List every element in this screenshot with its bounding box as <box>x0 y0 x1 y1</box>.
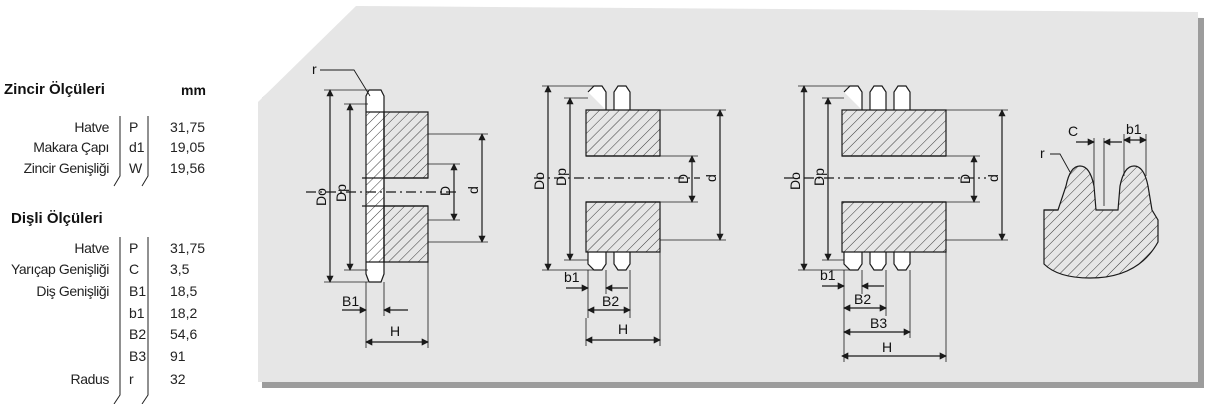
label-Dp: Dp <box>333 184 349 202</box>
sprocket-row: Yarıçap Genişliği C 3,5 <box>0 261 215 278</box>
label-B2: B2 <box>854 291 871 307</box>
label-d: d <box>703 174 719 182</box>
sprocket-row: b1 18,2 <box>0 305 215 322</box>
label-H: H <box>618 321 628 337</box>
row-symbol: C <box>129 261 140 277</box>
duplex-sprocket <box>534 85 726 346</box>
row-name: Diş Genişliği <box>36 283 109 299</box>
panel-background <box>258 6 1198 382</box>
sprocket-drawings: r Do Dp D d B1 H Do Dp D d b1 B2 H Do Dp… <box>258 6 1204 388</box>
label-r: r <box>1040 145 1045 161</box>
row-symbol: P <box>129 119 139 135</box>
row-value: 18,2 <box>170 305 198 321</box>
row-symbol: d1 <box>129 139 145 155</box>
label-b1: b1 <box>564 269 580 285</box>
row-value: 19,05 <box>170 139 206 155</box>
row-name: Makara Çapı <box>33 139 109 155</box>
sprocket-dimensions-title: Dişli Ölçüleri <box>11 210 103 227</box>
row-name: Zincir Genişliği <box>23 160 110 176</box>
label-Dp: Dp <box>553 168 569 186</box>
label-Dp: Dp <box>811 168 827 186</box>
row-symbol: P <box>129 240 139 256</box>
sprocket-row: Hatve P 31,75 <box>0 240 215 257</box>
row-value: 18,5 <box>170 283 198 299</box>
sprocket-row: B3 91 <box>0 348 215 365</box>
label-C: C <box>1068 123 1078 139</box>
label-B2: B2 <box>602 293 619 309</box>
label-B3: B3 <box>870 315 887 331</box>
chain-row: Zincir Genişliği W 19,56 <box>0 160 215 177</box>
sprocket-drawing-panel: r Do Dp D d B1 H Do Dp D d b1 B2 H Do Dp… <box>258 6 1210 396</box>
sprocket-row: Diş Genişliği B1 18,5 <box>0 283 215 300</box>
label-Do: Do <box>531 172 547 190</box>
spec-table: Zincir Ölçüleri mm Hatve P 31,75 Makara … <box>0 0 215 405</box>
row-value: 31,75 <box>170 119 206 135</box>
row-symbol: B2 <box>129 326 147 342</box>
table-brackets <box>113 116 149 404</box>
row-name: Yarıçap Genişliği <box>11 261 109 277</box>
label-b1: b1 <box>820 267 836 283</box>
row-value: 54,6 <box>170 326 198 342</box>
label-Do: Do <box>313 188 329 206</box>
row-name: Radus <box>70 371 110 387</box>
label-b1: b1 <box>1126 121 1142 137</box>
label-d: d <box>985 174 1001 182</box>
chain-dimensions-title: Zincir Ölçüleri <box>4 81 105 98</box>
sprocket-row: Radus r 32 <box>0 371 215 388</box>
row-value: 19,56 <box>170 160 206 176</box>
row-name: Hatve <box>74 119 109 135</box>
sprocket-row: B2 54,6 <box>0 326 215 343</box>
row-symbol: b1 <box>129 305 145 321</box>
simplex-sprocket <box>306 69 488 348</box>
row-name: Hatve <box>74 240 109 256</box>
row-value: 31,75 <box>170 240 206 256</box>
unit-label: mm <box>181 82 206 98</box>
label-d: d <box>465 186 481 194</box>
chain-row: Hatve P 31,75 <box>0 119 215 136</box>
label-H: H <box>390 323 400 339</box>
triplex-sprocket <box>784 85 1008 362</box>
row-symbol: W <box>129 160 143 176</box>
label-Do: Do <box>787 172 803 190</box>
tooth-profile-detail <box>1043 134 1159 279</box>
label-r: r <box>312 61 317 77</box>
label-H: H <box>882 339 892 355</box>
row-value: 3,5 <box>170 261 190 277</box>
label-D: D <box>437 186 453 196</box>
row-symbol: r <box>129 371 134 387</box>
row-symbol: B1 <box>129 283 147 299</box>
chain-row: Makara Çapı d1 19,05 <box>0 139 215 156</box>
label-B1: B1 <box>342 293 359 309</box>
label-D: D <box>957 174 973 184</box>
label-D: D <box>675 174 691 184</box>
row-symbol: B3 <box>129 348 147 364</box>
row-value: 32 <box>170 371 186 387</box>
row-value: 91 <box>170 348 186 364</box>
